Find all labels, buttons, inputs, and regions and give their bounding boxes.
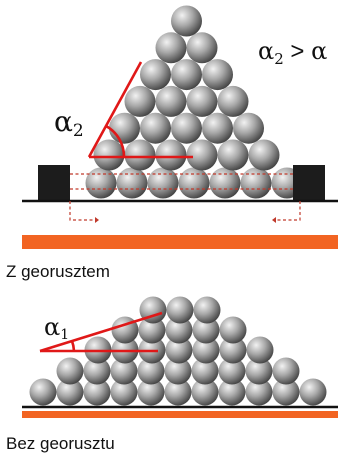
ball (299, 378, 327, 406)
bottom-ball-pile (29, 296, 327, 406)
bottom-angle-label: α1 (44, 313, 69, 343)
ball (164, 378, 192, 406)
right-anchor-block (293, 165, 325, 201)
ball (56, 378, 84, 406)
ball (140, 112, 171, 144)
ball (164, 357, 192, 385)
ball (85, 167, 117, 199)
ball (93, 139, 125, 171)
ball (137, 357, 165, 385)
ball (110, 357, 138, 385)
ball (110, 378, 138, 406)
ball (202, 59, 233, 91)
ball (83, 378, 111, 406)
ball (192, 316, 220, 344)
ball (209, 167, 241, 199)
ball (171, 59, 202, 91)
top-ground-bar (22, 235, 338, 249)
ball (217, 85, 249, 117)
ball (147, 167, 179, 199)
bottom-caption: Bez georusztu (6, 434, 115, 453)
top-panel: α2 α2 > α (22, 5, 338, 249)
ball (171, 112, 202, 144)
ball (240, 167, 272, 199)
geogrid-dashed-lines (69, 173, 301, 221)
ball (202, 112, 233, 144)
ball (171, 5, 202, 37)
ball (186, 85, 218, 117)
ball (272, 357, 300, 385)
left-anchor-block (38, 165, 70, 201)
ball (233, 112, 264, 144)
ball (186, 139, 218, 171)
ball (138, 316, 166, 344)
top-angle-label: α2 (54, 105, 84, 141)
bottom-panel: α1 (22, 296, 338, 418)
ball (191, 378, 219, 406)
ball (155, 32, 187, 64)
ball (155, 139, 187, 171)
ball (219, 316, 247, 344)
right-dashed-arrowhead (272, 217, 276, 223)
ball (218, 357, 246, 385)
ball (109, 112, 140, 144)
top-caption: Z georusztem (6, 262, 110, 281)
bottom-ground-bar (22, 411, 338, 418)
ball (166, 296, 194, 324)
ball (272, 378, 300, 406)
ball (192, 336, 220, 364)
ball (140, 59, 171, 91)
ball (155, 85, 187, 117)
angle-comparison-label: α2 > α (258, 37, 327, 68)
ball (137, 378, 165, 406)
left-dashed-arrowhead (95, 217, 99, 223)
ball (165, 336, 193, 364)
ball (178, 167, 210, 199)
ball (193, 296, 221, 324)
bottom-angle-marker (39, 311, 163, 353)
ball (246, 336, 274, 364)
ball (219, 336, 247, 364)
ball (218, 378, 246, 406)
ball (165, 316, 193, 344)
ball (56, 357, 84, 385)
top-angle-marker (87, 61, 193, 159)
ball (186, 32, 218, 64)
ball (191, 357, 219, 385)
ball (217, 139, 249, 171)
ball (245, 357, 273, 385)
ball (248, 139, 280, 171)
ball (116, 167, 148, 199)
ball (245, 378, 273, 406)
ball (124, 139, 156, 171)
ball (124, 85, 156, 117)
ball (83, 357, 111, 385)
ball (29, 378, 57, 406)
